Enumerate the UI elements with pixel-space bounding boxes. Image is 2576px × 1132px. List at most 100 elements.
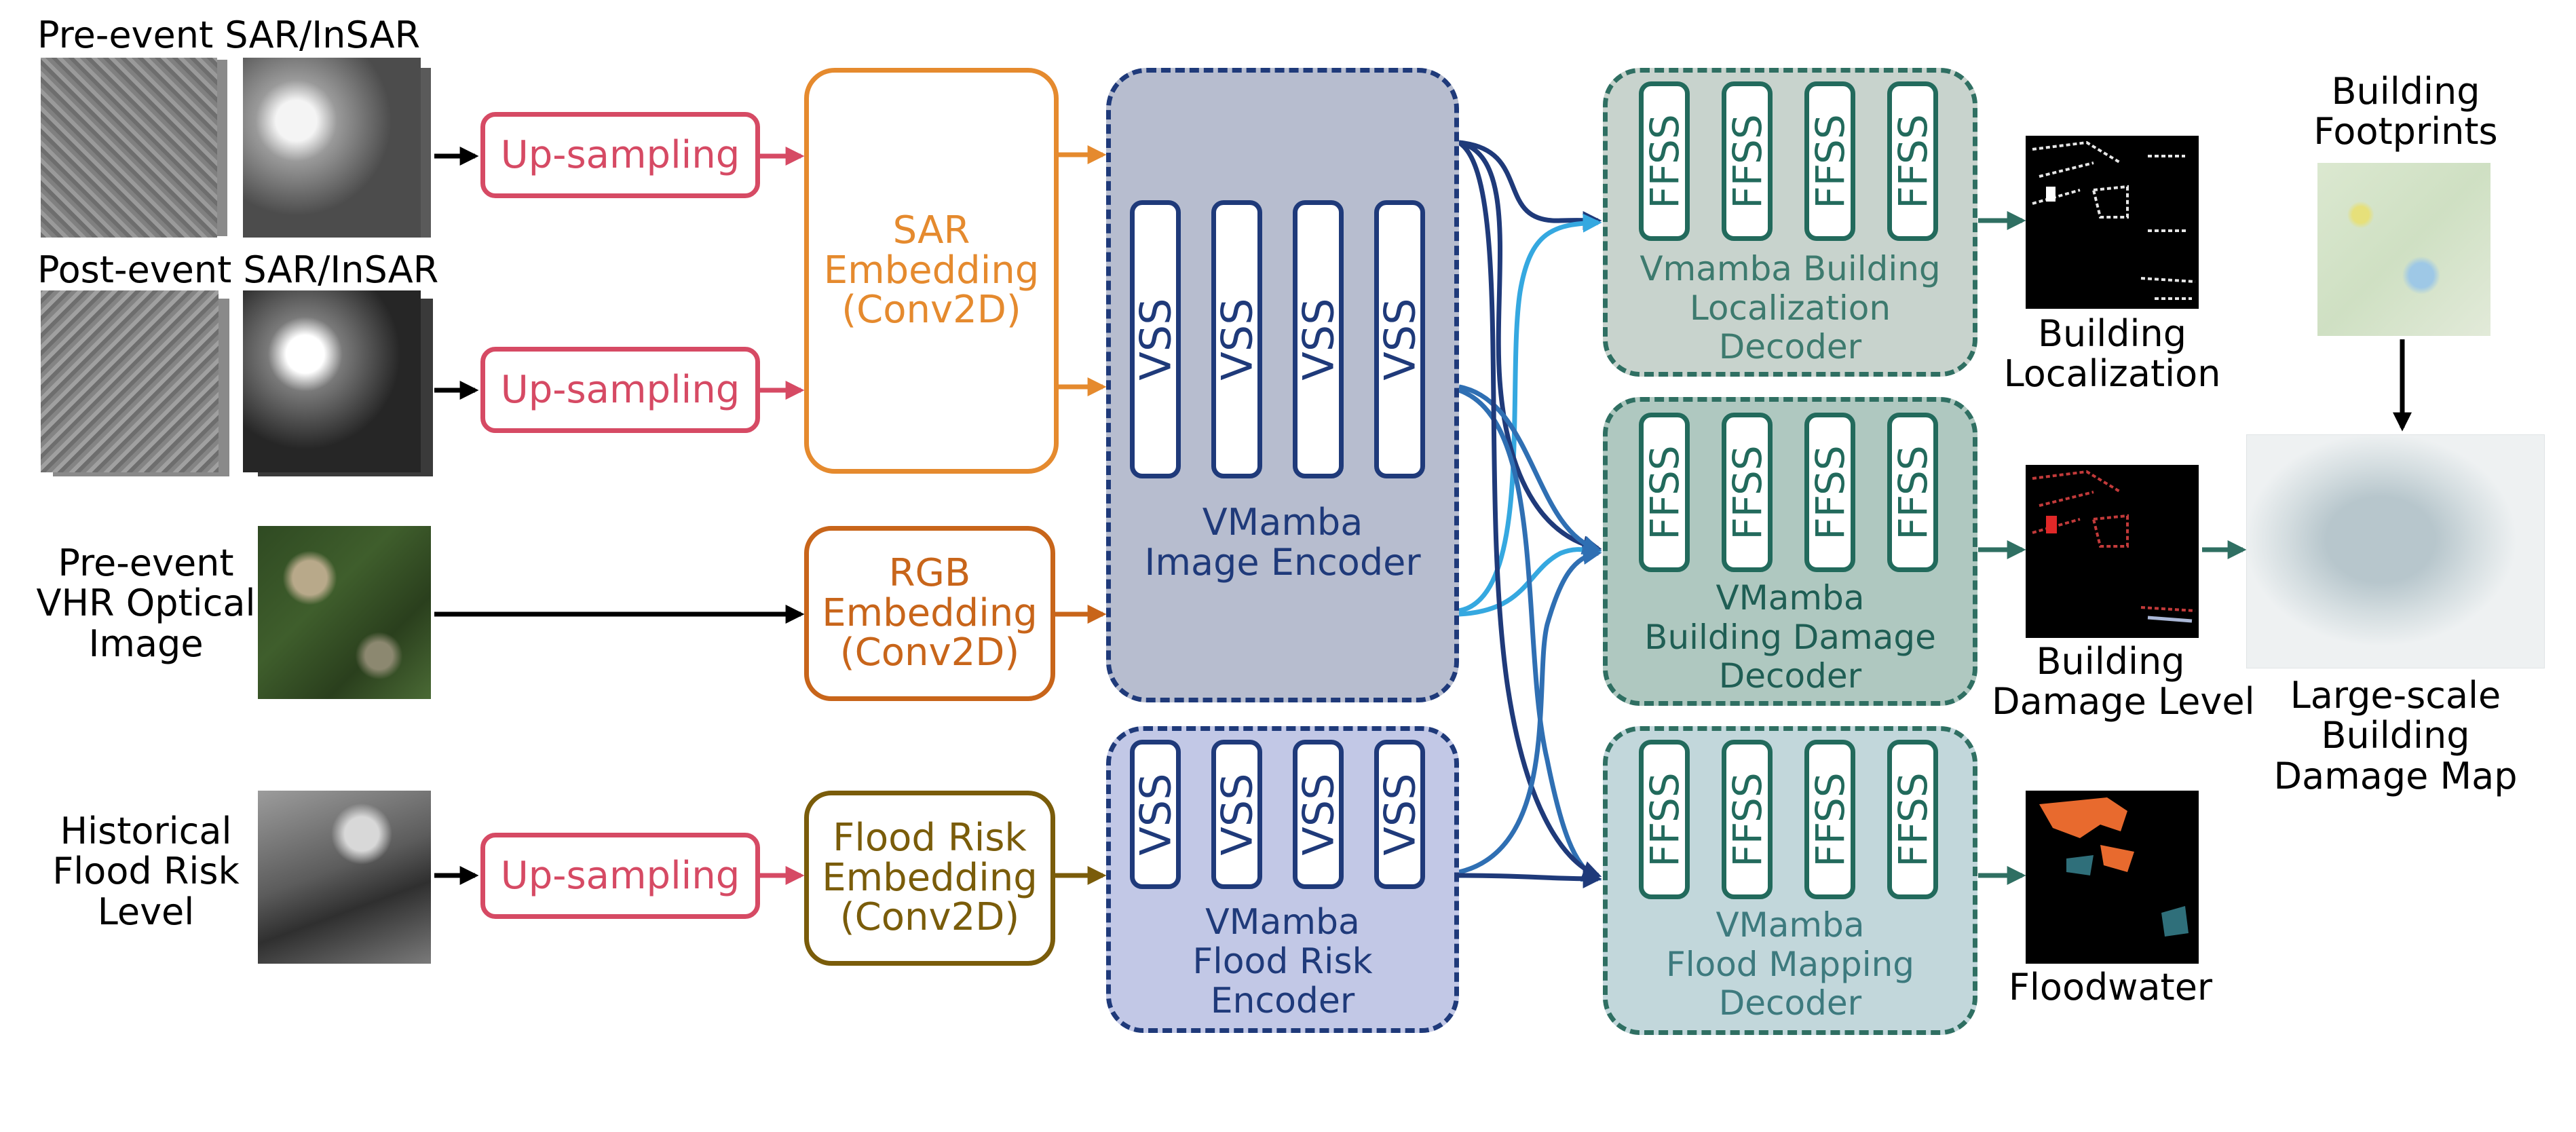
flood-decoder-ffss-2: FFSS (1722, 740, 1773, 899)
dmg-decoder-title-line-3: Decoder (1718, 656, 1862, 696)
upsampling-label-2: Up-sampling (500, 368, 740, 412)
arrow-encoder-to-localization-navy (1458, 140, 1602, 230)
arrow-encoder-to-damage-navy (1458, 140, 1602, 555)
optical-label-line-3: Image (88, 622, 204, 665)
dmg-decoder-title-line-1: VMamba (1716, 578, 1865, 618)
optical-label-line-1: Pre-event (58, 542, 234, 584)
flood-embedding-box: Flood Risk Embedding (Conv2D) (804, 791, 1055, 966)
post-sar-thumbnail (41, 290, 219, 472)
building-localization-output (2026, 136, 2199, 309)
dmg-output-line-1: Building (2036, 640, 2185, 683)
image-encoder-vss-2: VSS (1211, 200, 1262, 478)
sar-embedding-line-3: (Conv2D) (841, 288, 1021, 333)
arrow-encoder-to-flooddecoder-mid (1458, 388, 1602, 882)
flood-encoder-title: VMamba Flood Risk Encoder (1106, 903, 1459, 1021)
pre-insar-thumbnail (243, 58, 421, 238)
flood-label-line-2: Flood Risk (52, 850, 240, 893)
pre-event-sar-label: Pre-event SAR/InSAR (37, 14, 421, 56)
dmg-decoder-ffss-1: FFSS (1639, 413, 1690, 572)
flood-label-line-1: Historical (60, 810, 232, 852)
optical-image-label: Pre-event VHR Optical Image (34, 543, 258, 664)
flood-decoder-title-line-2: Flood Mapping (1665, 944, 1915, 984)
arrow-encoder-to-flooddecoder-navy (1457, 140, 1602, 880)
flood-decoder-title: VMamba Flood Mapping Decoder (1603, 905, 1977, 1023)
flood-label-line-3: Level (97, 890, 195, 933)
flood-encoder-title-line-1: VMamba (1205, 902, 1360, 943)
flood-encoder-vss-4: VSS (1374, 740, 1425, 889)
post-insar-thumbnail (243, 290, 421, 472)
dmg-output-line-2: Damage Level (1992, 680, 2255, 723)
sar-embedding-line-2: Embedding (823, 248, 1040, 293)
loc-output-line-2: Localization (2003, 352, 2221, 396)
flood-decoder-ffss-1: FFSS (1639, 740, 1690, 899)
rgb-embedding-box: RGB Embedding (Conv2D) (804, 526, 1055, 701)
upsampling-label-3: Up-sampling (500, 854, 740, 898)
dmg-decoder-ffss-2: FFSS (1722, 413, 1773, 572)
flood-encoder-vss-3: VSS (1293, 740, 1344, 889)
floodwater-output (2026, 791, 2199, 964)
large-scale-damage-map (2246, 434, 2545, 668)
image-encoder-title-line-2: Image Encoder (1144, 541, 1421, 584)
pre-sar-thumbnail (41, 58, 217, 238)
localization-output-pattern (2032, 140, 2196, 300)
damage-map-line-3: Damage Map (2273, 754, 2518, 797)
flood-decoder-title-line-1: VMamba (1716, 905, 1865, 945)
arrow-encoder-to-damage-mid (1458, 384, 1602, 554)
loc-output-line-1: Building (2037, 312, 2187, 355)
flood-embedding-line-3: (Conv2D) (839, 895, 1020, 940)
floodwater-label: Floodwater (2008, 966, 2213, 1008)
flood-decoder-title-line-3: Decoder (1718, 983, 1862, 1023)
arrow-flood-encoder-to-damage (1458, 546, 1602, 875)
upsampling-box-3: Up-sampling (480, 833, 760, 919)
building-footprints-label: Building Footprints (2294, 71, 2518, 152)
loc-decoder-title-line-1: Vmamba Building (1640, 249, 1941, 288)
flood-encoder-vss-2: VSS (1211, 740, 1262, 889)
image-encoder-vss-1: VSS (1130, 200, 1181, 478)
upsampling-box-1: Up-sampling (480, 112, 760, 198)
image-encoder-title-line-1: VMamba (1202, 501, 1363, 544)
floodwater-output-pattern (2039, 797, 2189, 937)
building-footprints-thumbnail (2317, 163, 2490, 336)
rgb-embedding-line-3: (Conv2D) (839, 630, 1020, 675)
rgb-embedding-line-1: RGB (888, 550, 971, 595)
loc-decoder-ffss-3: FFSS (1804, 81, 1855, 241)
damage-map-line-2: Building (2321, 714, 2470, 757)
arrow-flood-encoder-to-flooddecoder (1458, 869, 1602, 888)
sar-embedding-box: SAR Embedding (Conv2D) (804, 68, 1059, 474)
flood-risk-thumbnail (258, 791, 431, 964)
flood-embedding-line-1: Flood Risk (833, 815, 1027, 860)
post-event-sar-label: Post-event SAR/InSAR (37, 248, 439, 291)
optical-label-line-2: VHR Optical (36, 582, 256, 625)
dmg-decoder-ffss-4: FFSS (1887, 413, 1938, 572)
flood-encoder-vss-1: VSS (1130, 740, 1181, 889)
image-encoder-vss-4: VSS (1374, 200, 1425, 478)
damage-decoder-title: VMamba Building Damage Decoder (1603, 578, 1977, 696)
building-localization-label: Building Localization (1995, 314, 2229, 394)
flood-decoder-ffss-4: FFSS (1887, 740, 1938, 899)
upsampling-label-1: Up-sampling (500, 133, 740, 177)
loc-decoder-ffss-2: FFSS (1722, 81, 1773, 241)
dmg-decoder-title-line-2: Building Damage (1644, 617, 1936, 657)
loc-decoder-title-line-2: Localization (1689, 288, 1891, 328)
rgb-embedding-line-2: Embedding (822, 590, 1038, 635)
upsampling-box-2: Up-sampling (480, 347, 760, 433)
damage-level-output (2026, 465, 2199, 638)
flood-risk-input-label: Historical Flood Risk Level (34, 811, 258, 932)
flood-encoder-title-line-2: Flood Risk (1192, 941, 1373, 983)
loc-decoder-ffss-1: FFSS (1639, 81, 1690, 241)
footprints-label-line-1: Building (2331, 70, 2480, 113)
damage-map-line-1: Large-scale (2290, 674, 2501, 717)
flood-embedding-line-2: Embedding (822, 855, 1038, 900)
damage-output-pattern (2032, 470, 2196, 623)
loc-decoder-title-line-3: Decoder (1718, 327, 1862, 366)
image-encoder-vss-3: VSS (1293, 200, 1344, 478)
footprints-label-line-2: Footprints (2313, 110, 2498, 153)
localization-decoder-title: Vmamba Building Localization Decoder (1603, 249, 1977, 367)
sar-embedding-line-1: SAR (892, 208, 970, 252)
damage-map-label: Large-scale Building Damage Map (2260, 674, 2531, 797)
optical-image-thumbnail (258, 526, 431, 699)
dmg-decoder-ffss-3: FFSS (1804, 413, 1855, 572)
image-encoder-title: VMamba Image Encoder (1106, 502, 1459, 583)
